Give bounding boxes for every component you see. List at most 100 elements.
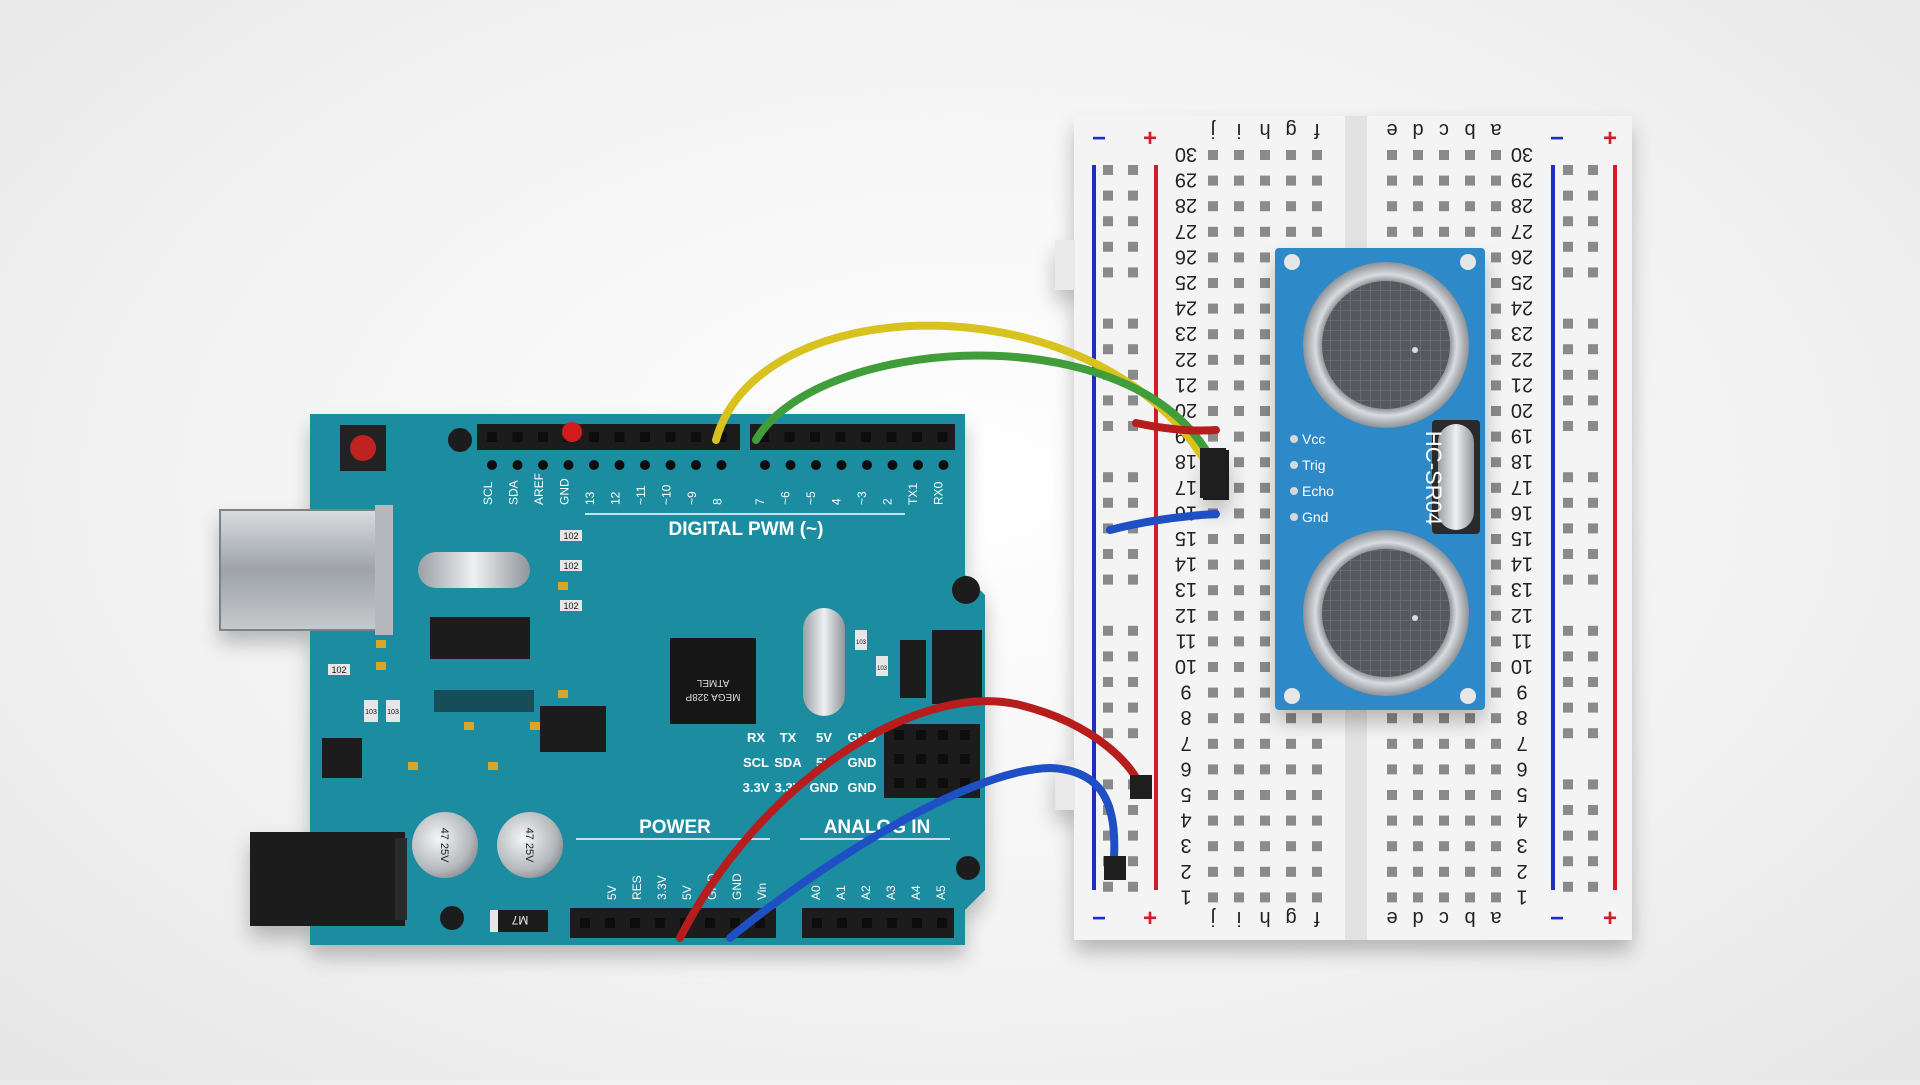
sensor-transducer-top (1303, 262, 1469, 428)
resistor-code-2: 102 (563, 561, 578, 571)
power-pin-label-3: 5V (680, 885, 694, 900)
breadboard-column-letters-top: j i h g f e d c b a (1211, 119, 1502, 141)
row-number-17-right: 17 (1511, 476, 1533, 498)
row-number-10-right: 10 (1511, 655, 1533, 677)
icsp-label-1-0: SCL (743, 755, 769, 770)
row-number-14-left: 14 (1175, 553, 1197, 575)
row-number-1-left: 1 (1180, 885, 1191, 907)
sensor-name-label: HC-SR04 (1421, 431, 1446, 525)
sensor-pin-gnd: Gnd (1302, 509, 1328, 525)
row-number-4-left: 4 (1180, 809, 1191, 831)
sensor-pin-vcc: Vcc (1302, 431, 1325, 447)
row-number-26-left: 26 (1175, 245, 1197, 267)
col-letter-i-bottom: i (1237, 907, 1241, 929)
col-letter-j-bottom: j (1211, 907, 1216, 929)
icsp-label-2-3: GND (848, 780, 877, 795)
digital-pin-label-17: RX0 (932, 481, 946, 505)
rail-minus-top-right: − (1550, 125, 1564, 152)
digital-pin-label-9: 8 (711, 498, 725, 505)
sensor-transducer-bottom (1303, 530, 1469, 696)
col-letter-b-bottom: b (1464, 907, 1475, 929)
sensor-pin-header (1200, 448, 1226, 498)
digital-header-pins (487, 432, 949, 470)
col-letter-a-bottom: a (1490, 907, 1502, 929)
icsp-header (932, 630, 982, 704)
resistor-code-4: 102 (331, 665, 346, 675)
row-number-25-right: 25 (1511, 271, 1533, 293)
digital-pin-label-16: TX1 (906, 483, 920, 505)
wires (676, 321, 1226, 942)
col-letter-c-bottom: c (1439, 907, 1449, 929)
rail-plus-top-right: + (1603, 125, 1617, 152)
wire-end-red (1130, 775, 1152, 799)
analog-pin-label-2: A2 (859, 885, 873, 900)
icsp-label-2-0: 3.3V (743, 780, 770, 795)
row-number-10-left: 10 (1175, 655, 1197, 677)
row-number-7-left: 7 (1180, 732, 1191, 754)
wire-blue-short (1106, 510, 1220, 534)
row-number-5-right: 5 (1516, 783, 1527, 805)
row-number-23-right: 23 (1511, 322, 1533, 344)
digital-pin-label-6: ~11 (634, 485, 648, 505)
row-number-12-right: 12 (1511, 604, 1533, 626)
power-pin-label-0: 5V (605, 885, 619, 900)
row-number-26-right: 26 (1511, 245, 1533, 267)
row-number-8-right: 8 (1516, 706, 1527, 728)
row-number-2-left: 2 (1180, 860, 1191, 882)
wire-green (752, 351, 1226, 490)
row-number-18-left: 18 (1175, 450, 1197, 472)
row-number-25-left: 25 (1175, 271, 1197, 293)
row-number-13-right: 13 (1511, 578, 1533, 600)
col-letter-a-top: a (1490, 119, 1502, 141)
row-number-30-right: 30 (1511, 143, 1533, 165)
chip-line-1: ATMEL (696, 677, 729, 688)
row-number-23-left: 23 (1175, 322, 1197, 344)
digital-pin-label-2: AREF (532, 473, 546, 505)
wire-end-blue (1104, 856, 1126, 880)
col-letter-d-bottom: d (1412, 907, 1423, 929)
capacitor-right-label: 47 25V (523, 828, 535, 864)
row-number-28-left: 28 (1175, 194, 1197, 216)
wire-blue-long (726, 763, 1119, 942)
row-number-9-left: 9 (1180, 681, 1191, 703)
icsp-label-1-1: SDA (774, 755, 802, 770)
diode-m7: M7 (490, 910, 548, 932)
row-number-13-left: 13 (1175, 578, 1197, 600)
icsp-label-2-2: GND (810, 780, 839, 795)
digital-pin-label-0: SCL (481, 481, 495, 505)
col-letter-e-top: e (1386, 119, 1397, 141)
atmega-chip: ATMEL MEGA 328P (670, 638, 756, 724)
digital-pin-label-15: 2 (881, 498, 895, 505)
col-letter-f-top: f (1314, 119, 1320, 141)
op-amp-chip (540, 706, 606, 752)
digital-pin-label-13: 4 (830, 498, 844, 505)
row-number-6-right: 6 (1516, 757, 1527, 779)
breadboard-column-letters-bottom: j i h g f e d c b a (1211, 907, 1502, 929)
digital-pin-label-1: SDA (507, 480, 521, 505)
resistor-code-3: 102 (563, 601, 578, 611)
col-letter-b-top: b (1464, 119, 1475, 141)
rail-plus-top-left: + (1143, 125, 1157, 152)
wire-red-short (1132, 419, 1220, 435)
icsp-label-0-2: 5V (816, 730, 832, 745)
voltage-regulator (900, 640, 926, 698)
sensor-crystal (1432, 420, 1480, 534)
col-letter-d-top: d (1412, 119, 1423, 141)
col-letter-h-top: h (1259, 119, 1270, 141)
digital-pin-label-11: ~6 (779, 491, 793, 505)
reset-button[interactable] (340, 425, 386, 471)
col-letter-e-bottom: e (1386, 907, 1397, 929)
col-letter-c-top: c (1439, 119, 1449, 141)
analog-header (802, 908, 954, 938)
row-number-5-left: 5 (1180, 783, 1191, 805)
digital-pin-label-5: 12 (609, 491, 623, 505)
row-number-3-left: 3 (1180, 834, 1191, 856)
analog-pin-label-3: A3 (884, 885, 898, 900)
arduino-crystal-top (418, 552, 530, 588)
bottom-header-pins (580, 918, 947, 928)
icsp-label-0-0: RX (747, 730, 765, 745)
